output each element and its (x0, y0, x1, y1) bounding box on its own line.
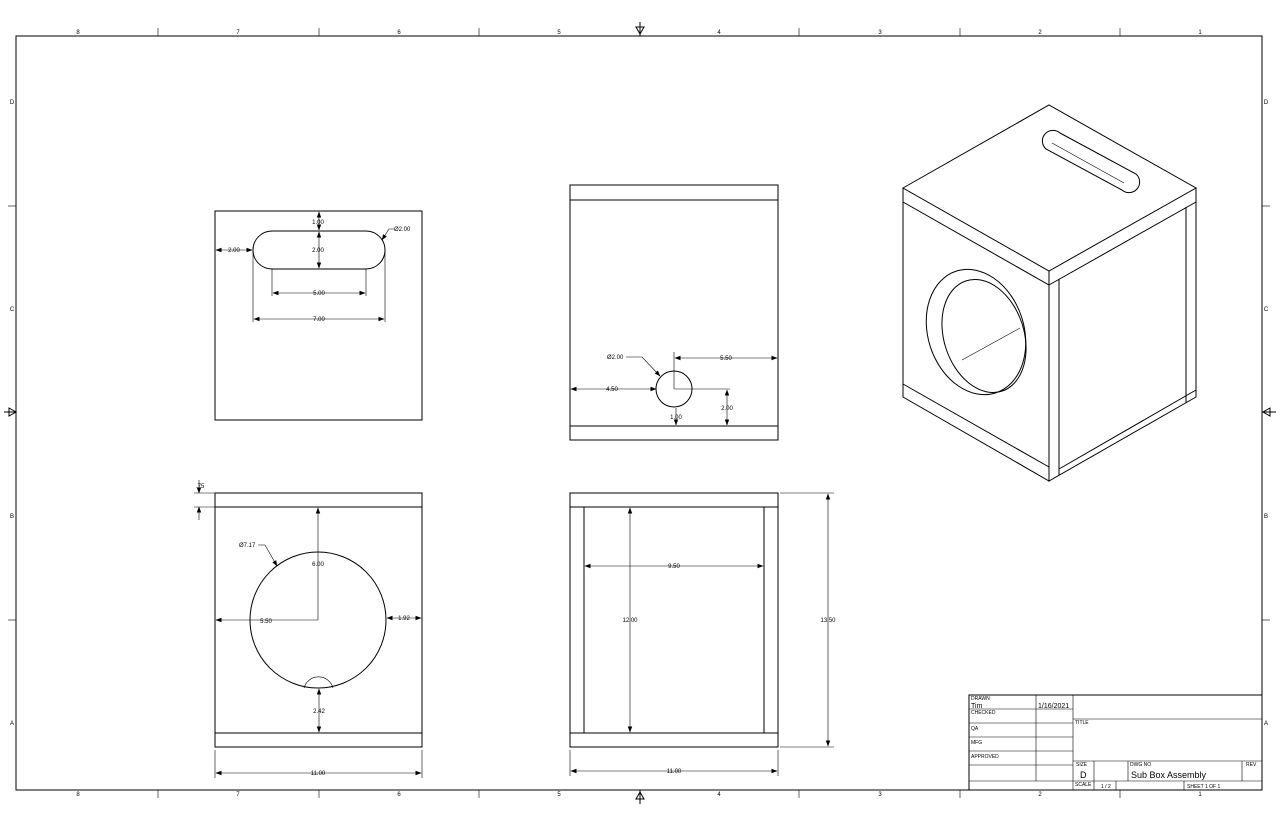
mfg-label: MFG (971, 740, 982, 746)
zone-row-label: A (10, 721, 14, 727)
title-block: DRAWN Tim 1/16/2021 CHECKED QA MFG APPRO… (968, 694, 1263, 791)
dim-slot-width: 7.00 (313, 317, 325, 323)
zone-col-label: 7 (236, 792, 240, 798)
dwg-no-value: Sub Box Assembly (1131, 770, 1207, 780)
dim-circle-dia: Ø7.17 (239, 543, 256, 549)
dim-circle-right: 1.92 (398, 616, 410, 622)
zone-col-label: 2 (1038, 792, 1042, 798)
zone-col-label: 2 (1038, 30, 1042, 36)
iso-speaker-cutout (925, 268, 1027, 396)
isometric-view (901, 104, 1198, 482)
zone-col-label: 8 (76, 792, 80, 798)
side-view: 9.50 12.00 13.50 11.00 (569, 492, 836, 776)
dim-circle-top: 6.00 (312, 562, 324, 568)
qa-label: QA (971, 726, 979, 732)
zone-row-label: A (1264, 721, 1268, 727)
zone-row-label: B (10, 514, 14, 520)
dim-slot-center: 5.00 (313, 291, 325, 297)
size-label: SIZE (1076, 762, 1088, 768)
checked-label: CHECKED (971, 710, 996, 716)
back-view: 4.50 5.50 2.00 1.00 Ø2.00 (569, 184, 779, 441)
scale-label: SCALE (1075, 782, 1092, 788)
sheet-value: SHEET 1 OF 1 (1187, 784, 1220, 790)
zone-row-label: C (10, 307, 15, 313)
front-view: 6.00 5.50 1.92 2.42 Ø7.17 .75 11.00 (194, 480, 423, 778)
center-mark-left (4, 407, 18, 417)
drawn-date: 1/16/2021 (1038, 703, 1069, 710)
dim-circle-bottom: 2.42 (313, 709, 325, 715)
center-mark-bottom (635, 790, 645, 804)
drawn-label: DRAWN (971, 696, 990, 702)
drawn-by: Tim (971, 703, 983, 710)
iso-slot (1041, 129, 1141, 194)
zone-col-label: 1 (1198, 30, 1202, 36)
scale-value: 1 / 2 (1101, 784, 1111, 790)
dim-slot-left: 2.00 (228, 248, 240, 254)
dim-inner-height: 12.00 (622, 618, 638, 624)
zone-col-label: 1 (1198, 792, 1202, 798)
sheet-border: 8 7 6 5 4 3 2 1 8 7 6 5 4 3 2 1 D C B A … (4, 22, 1276, 804)
top-view: 1.00 2.00 2.00 Ø2.00 5.00 7.00 (214, 210, 423, 421)
zone-col-label: 4 (717, 30, 721, 36)
zone-col-label: 3 (878, 30, 882, 36)
dim-slot-top: 1.00 (312, 220, 324, 226)
dim-hole-left: 4.50 (606, 387, 618, 393)
dim-slot-height: 2.00 (312, 248, 324, 254)
dim-overall-height: 13.50 (820, 618, 836, 624)
zone-col-label: 6 (397, 792, 401, 798)
zone-row-label: B (1264, 514, 1268, 520)
zone-row-label: C (1264, 307, 1269, 313)
dwg-no-label: DWG NO (1130, 762, 1151, 768)
dim-hole-radius: 1.00 (670, 415, 682, 421)
dim-circle-left: 5.50 (260, 619, 272, 625)
dim-panel-thickness: .75 (196, 484, 205, 490)
zone-col-label: 3 (878, 792, 882, 798)
zone-col-label: 4 (717, 792, 721, 798)
dim-inner-width: 9.50 (668, 564, 680, 570)
zone-row-label: D (1264, 100, 1269, 106)
dim-front-width: 11.00 (311, 771, 326, 777)
zone-col-label: 6 (397, 30, 401, 36)
rev-label: REV (1246, 762, 1257, 768)
title-label: TITLE (1075, 720, 1089, 726)
zone-col-label: 7 (236, 30, 240, 36)
dim-hole-bottom: 2.00 (721, 406, 733, 412)
approved-label: APPROVED (971, 754, 999, 760)
zone-col-label: 8 (76, 30, 80, 36)
zone-row-label: D (10, 100, 15, 106)
center-mark-top (635, 22, 645, 36)
dim-hole-dia: Ø2.00 (607, 355, 624, 361)
dim-hole-right: 5.50 (720, 356, 732, 362)
size-value: D (1080, 770, 1087, 780)
zone-col-label: 5 (557, 792, 561, 798)
center-mark-right (1261, 407, 1276, 417)
zone-col-label: 5 (557, 30, 561, 36)
dim-side-width: 11.00 (667, 769, 682, 775)
dim-slot-dia: Ø2.00 (394, 227, 411, 233)
